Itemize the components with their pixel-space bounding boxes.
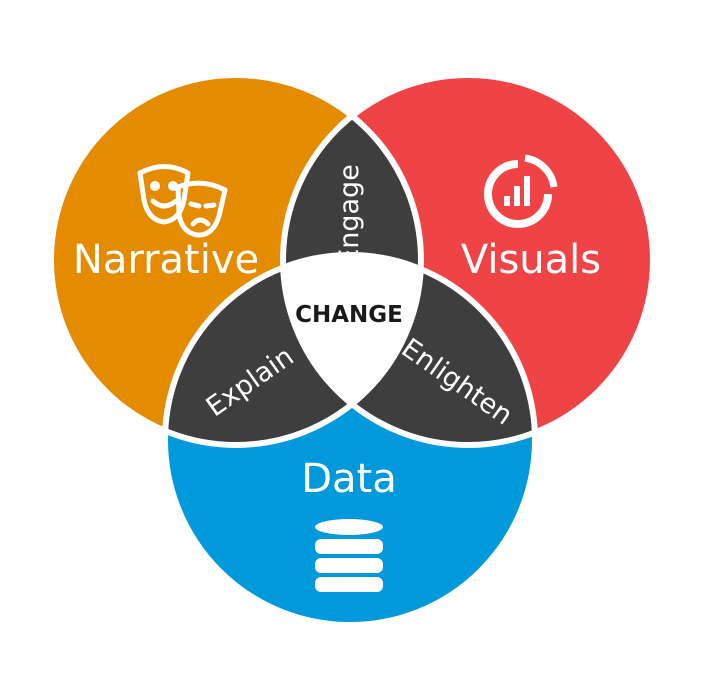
engage-label: Engage <box>334 164 365 266</box>
theater-masks-icon <box>137 164 228 238</box>
center-label: CHANGE <box>295 302 403 328</box>
narrative-label: Narrative <box>73 237 259 283</box>
circle-outlines <box>48 72 656 628</box>
database-icon <box>315 519 383 592</box>
data-label: Data <box>301 456 397 502</box>
visuals-label: Visuals <box>461 237 601 283</box>
chart-icon <box>484 154 558 228</box>
